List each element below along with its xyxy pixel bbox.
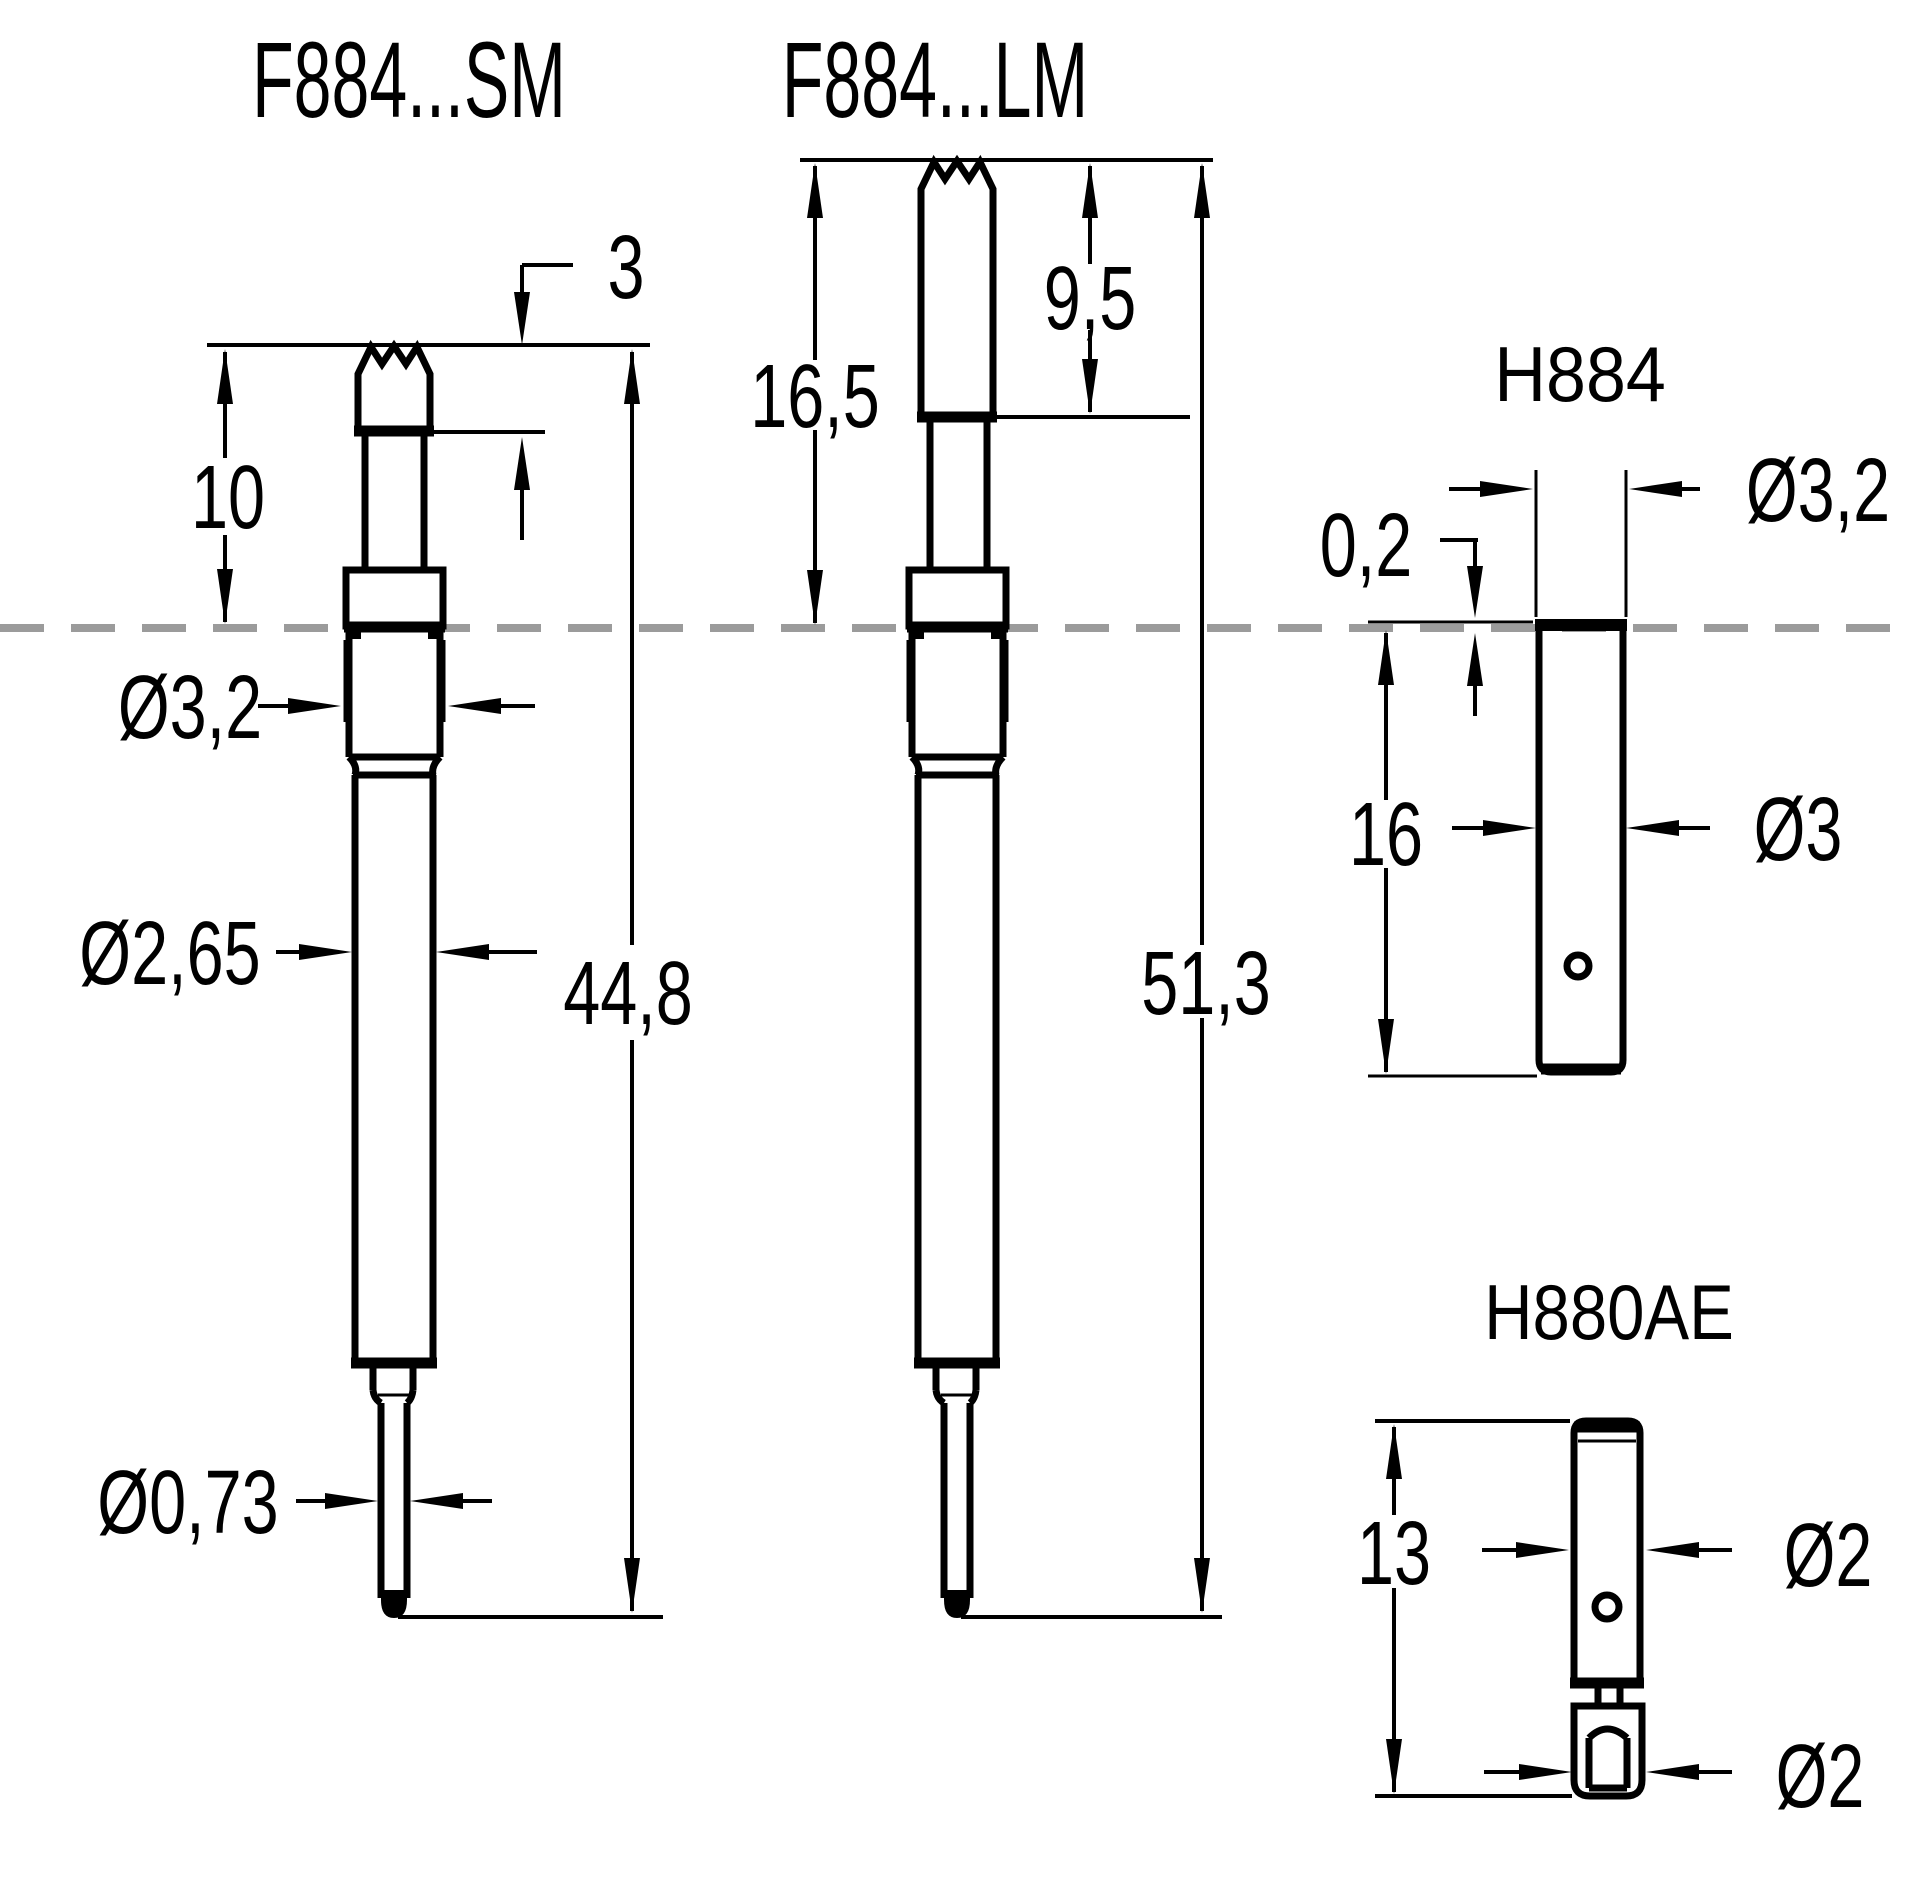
figure-f884-sm: F884...SM <box>79 20 693 1619</box>
h880ae-side-hole <box>1591 1591 1623 1623</box>
h880ae-dia2-arrow-left <box>1516 1542 1569 1558</box>
sm-groove-curve-right <box>429 754 443 776</box>
h880ae-cup-inner-arc <box>1586 1725 1630 1741</box>
sm-flange <box>342 566 447 630</box>
h884-dim-body-length: 16 <box>1349 783 1423 884</box>
title-f884-sm: F884...SM <box>252 20 566 141</box>
sm-dim-sleeve-dia: Ø3,2 <box>118 656 262 757</box>
lm-pin-tip <box>944 1590 970 1618</box>
lm-groove-curve-right <box>992 754 1006 776</box>
sm-dim10-arrow-down <box>217 569 233 624</box>
h884-body-tube <box>1535 631 1627 1076</box>
h880ae-dim13-arrow-down <box>1386 1739 1402 1794</box>
sm-dim448-arrow-up <box>624 349 640 404</box>
h884-dia3-arrow-left <box>1483 820 1536 836</box>
sm-dia073-arrow-right <box>410 1493 463 1509</box>
lm-dim513-arrow-down <box>1194 1558 1210 1613</box>
sm-neck-taper-left <box>369 1389 383 1407</box>
h880ae-dim13-arrow-up <box>1386 1424 1402 1479</box>
h884-dim16-arrow-down <box>1378 1019 1394 1074</box>
lm-flange-nub-right <box>991 631 1003 639</box>
sm-pin-tip <box>381 1590 407 1618</box>
sm-dim3-arrow-up <box>514 437 530 490</box>
h884-dim16-arrow-up <box>1378 630 1394 685</box>
figure-h884: H884 0,2 Ø3,2 Ø3 <box>1320 330 1890 1078</box>
lm-neck-taper-right <box>967 1389 980 1406</box>
h880ae-dim-cup-dia: Ø2 <box>1776 1725 1865 1826</box>
sm-dim10-arrow-up <box>217 349 233 404</box>
lm-crown-tip <box>917 154 997 415</box>
sm-dim-tip-length: 3 <box>607 216 644 317</box>
title-f884-lm: F884...LM <box>782 20 1088 141</box>
figure-f884-lm: F884...LM <box>750 20 1271 1619</box>
h880ae-cupdia-arrow-right <box>1646 1764 1699 1780</box>
lm-dim165-arrow-down <box>807 570 823 625</box>
lm-dim95-arrow-up <box>1082 163 1098 218</box>
figure-h880ae: H880AE 13 Ø2 <box>1357 1269 1872 1826</box>
sm-dim-above-plate: 10 <box>191 446 265 547</box>
sm-dim-barrel-dia: Ø2,65 <box>79 902 260 1003</box>
sm-crown-tip <box>354 339 434 431</box>
sm-dim448-arrow-down <box>624 1558 640 1613</box>
title-h884: H884 <box>1494 330 1666 417</box>
h884-dim-collar-thickness: 0,2 <box>1320 494 1413 595</box>
sm-dia32-arrow-right <box>448 698 501 714</box>
sm-dim-total-length: 44,8 <box>563 942 693 1043</box>
h884-dim-body-dia: Ø3 <box>1754 778 1843 879</box>
h884-dim02-arrow-down <box>1467 566 1483 618</box>
h880ae-dim-body-length: 13 <box>1357 1502 1431 1603</box>
lm-dim513-arrow-up <box>1194 163 1210 218</box>
title-h880ae: H880AE <box>1484 1269 1734 1356</box>
h884-dia3-arrow-right <box>1626 820 1679 836</box>
h880ae-body-tube <box>1570 1417 1644 1683</box>
h884-side-hole <box>1563 951 1593 981</box>
lm-dim95-arrow-down <box>1082 359 1098 414</box>
sm-dim3-arrow-down <box>514 292 530 345</box>
sm-dia32-arrow-left <box>288 698 341 714</box>
h880ae-dim-body-dia: Ø2 <box>1784 1504 1873 1605</box>
h884-dia32-arrow-right <box>1629 481 1682 497</box>
h880ae-dia2-arrow-right <box>1646 1542 1699 1558</box>
lm-dim-tip-length: 9,5 <box>1044 247 1137 348</box>
h884-dim-collar-dia: Ø3,2 <box>1746 439 1890 540</box>
lm-neck-taper-left <box>932 1389 946 1407</box>
lm-flange-nub-left <box>912 631 924 639</box>
h884-collar-lip <box>1535 619 1627 631</box>
h880ae-cupdia-arrow-left <box>1519 1764 1572 1780</box>
sm-neck-taper-right <box>404 1389 417 1406</box>
sm-dim-pin-dia: Ø0,73 <box>97 1451 278 1552</box>
h880ae-cup-outline <box>1570 1702 1646 1800</box>
lm-groove-curve-left <box>909 754 923 777</box>
sm-dia265-arrow-left <box>299 944 352 960</box>
sm-flange-nub-right <box>428 631 440 639</box>
sm-dia265-arrow-right <box>436 944 489 960</box>
lm-dim-above-plate: 16,5 <box>750 345 880 446</box>
lm-flange <box>905 566 1010 630</box>
lm-dim-total-length: 51,3 <box>1141 932 1271 1033</box>
h884-dia32-arrow-left <box>1480 481 1533 497</box>
lm-dim165-arrow-up <box>807 163 823 218</box>
sm-groove-curve-left <box>346 754 360 777</box>
h884-dim02-arrow-up <box>1467 633 1483 686</box>
sm-flange-nub-left <box>349 631 361 639</box>
sm-dia073-arrow-left <box>325 1493 378 1509</box>
